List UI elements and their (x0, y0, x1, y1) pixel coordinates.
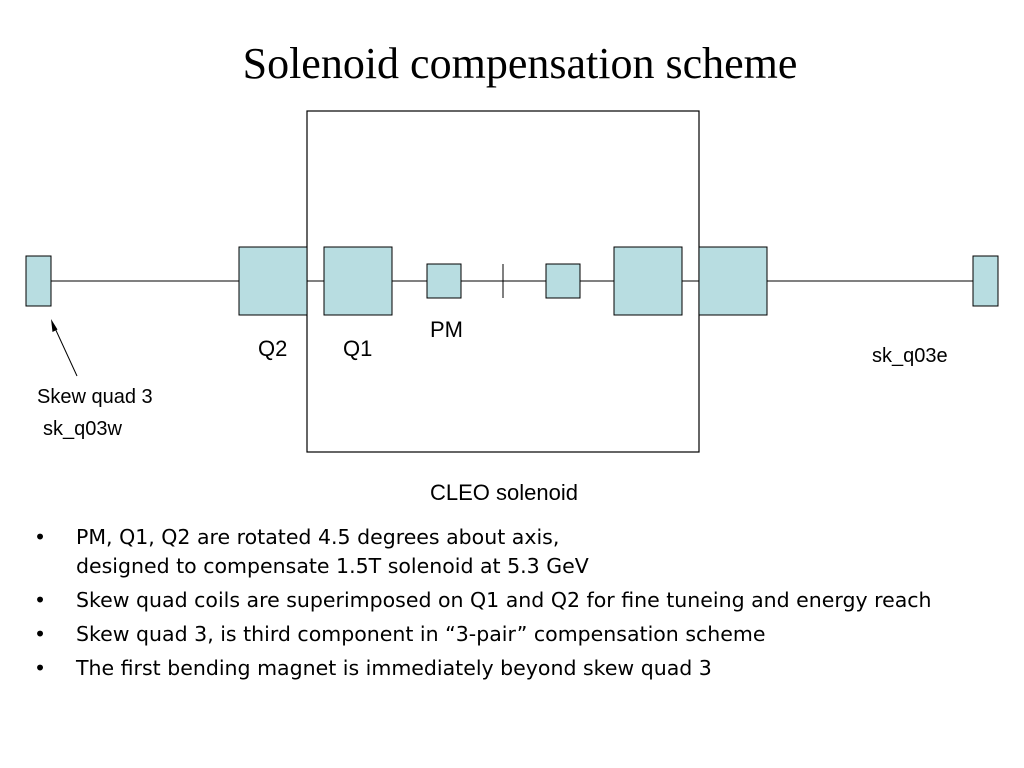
bullet-list: • PM, Q1, Q2 are rotated 4.5 degrees abo… (34, 524, 994, 689)
q1-east-magnet (613, 246, 683, 316)
bullet-text: PM, Q1, Q2 are rotated 4.5 degrees about… (76, 525, 560, 549)
sk-q03e-label: sk_q03e (872, 345, 948, 367)
bullet-marker: • (34, 588, 47, 612)
q2-east-magnet (698, 246, 768, 316)
bullet-text: The first bending magnet is immediately … (76, 656, 712, 680)
skew-quad-3-west (25, 255, 52, 307)
cleo-solenoid-label: CLEO solenoid (430, 480, 578, 505)
slide-title: Solenoid compensation scheme (242, 39, 798, 88)
sk-q03w-label: sk_q03w (43, 418, 122, 440)
skew-quad-arrow (53, 325, 78, 377)
bullet-continuation: designed to compensate 1.5T solenoid at … (76, 554, 589, 578)
q2-west-magnet (238, 246, 308, 316)
bullet-marker: • (34, 622, 47, 646)
bullet-item: • PM, Q1, Q2 are rotated 4.5 degrees abo… (34, 524, 994, 551)
bullet-marker: • (34, 525, 47, 549)
bullet-item: • The first bending magnet is immediatel… (34, 655, 994, 682)
bullet-item: • Skew quad coils are superimposed on Q1… (34, 587, 994, 614)
bullet-marker: • (34, 656, 47, 680)
q1-west-magnet (323, 246, 393, 316)
q1-label: Q1 (343, 336, 373, 361)
pm-label: PM (430, 317, 463, 342)
q2-label: Q2 (258, 336, 288, 361)
bullet-item: • Skew quad 3, is third component in “3-… (34, 621, 994, 648)
skew-quad-arrowhead (51, 319, 58, 332)
pm-east-magnet (545, 263, 581, 299)
skew-quad-3-label: Skew quad 3 (37, 386, 153, 408)
bullet-text: Skew quad coils are superimposed on Q1 a… (76, 588, 932, 612)
bullet-text: Skew quad 3, is third component in “3-pa… (76, 622, 766, 646)
skew-quad-3-east (972, 255, 999, 307)
pm-west-magnet (426, 263, 462, 299)
